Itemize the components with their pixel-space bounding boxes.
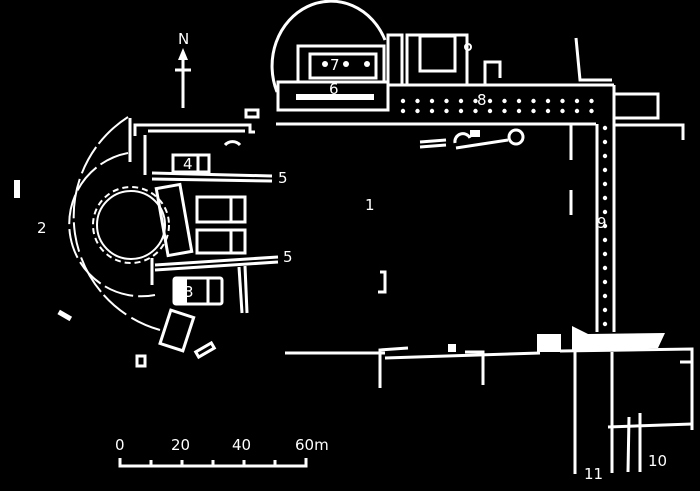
- portico: 8 9: [276, 83, 616, 332]
- column-dot: [602, 293, 608, 299]
- column-dot: [560, 108, 565, 114]
- scale-bar: 0 20 40 60m: [115, 436, 329, 468]
- column-dot: [400, 98, 406, 104]
- scale-60: 60m: [295, 436, 329, 454]
- label-8: 8: [477, 91, 487, 109]
- label-1: 1: [365, 196, 375, 214]
- column-dot: [574, 108, 580, 114]
- column-dot: [516, 98, 522, 104]
- column-dot: [589, 108, 594, 114]
- column-dot: [458, 108, 464, 114]
- label-3: 3: [184, 283, 194, 301]
- label-9: 9: [597, 214, 607, 232]
- column-dot: [400, 108, 406, 114]
- column-dot: [415, 98, 420, 104]
- column-dot: [589, 98, 594, 104]
- column-dot: [473, 98, 478, 104]
- column-dot: [602, 139, 608, 145]
- column-dot: [415, 108, 420, 114]
- column-dot: [545, 98, 551, 104]
- column-dot: [487, 98, 493, 104]
- label-5-upper: 5: [278, 169, 288, 187]
- label-11: 11: [584, 465, 603, 483]
- column-dot: [602, 195, 608, 201]
- column-dot: [458, 98, 464, 104]
- label-4: 4: [183, 155, 193, 173]
- column-dot: [602, 321, 608, 327]
- column-dot: [602, 251, 608, 257]
- column-dot: [444, 98, 449, 104]
- column-dot: [531, 98, 536, 104]
- column-dot: [602, 167, 608, 173]
- column-dot: [560, 98, 565, 104]
- column-dot: [473, 108, 478, 114]
- north-label: N: [178, 30, 189, 48]
- label-6: 6: [329, 80, 339, 98]
- column-dot: [602, 279, 608, 285]
- column-dot: [602, 265, 608, 271]
- label-10: 10: [648, 452, 667, 470]
- scale-20: 20: [171, 436, 190, 454]
- column-dot: [429, 98, 435, 104]
- theatre: [14, 116, 170, 331]
- scale-40: 40: [232, 436, 251, 454]
- column-dot: [602, 181, 608, 187]
- label-7: 7: [330, 56, 340, 74]
- column-dot: [502, 98, 507, 104]
- label-5-lower: 5: [283, 248, 293, 266]
- column-dot: [516, 108, 522, 114]
- column-dot: [531, 108, 536, 114]
- label-2: 2: [37, 219, 47, 237]
- column-dot: [502, 108, 507, 114]
- scale-0: 0: [115, 436, 125, 454]
- column-dot: [444, 108, 449, 114]
- column-dot: [602, 153, 608, 159]
- column-dot: [602, 237, 608, 243]
- north-arrow-icon: N: [175, 30, 191, 108]
- column-dot: [602, 209, 608, 215]
- column-dot: [602, 125, 608, 131]
- column-dot: [602, 223, 608, 229]
- column-dot: [574, 98, 580, 104]
- column-dot: [545, 108, 551, 114]
- column-dot: [429, 108, 435, 114]
- column-dot: [602, 307, 608, 313]
- column-dot: [487, 108, 493, 114]
